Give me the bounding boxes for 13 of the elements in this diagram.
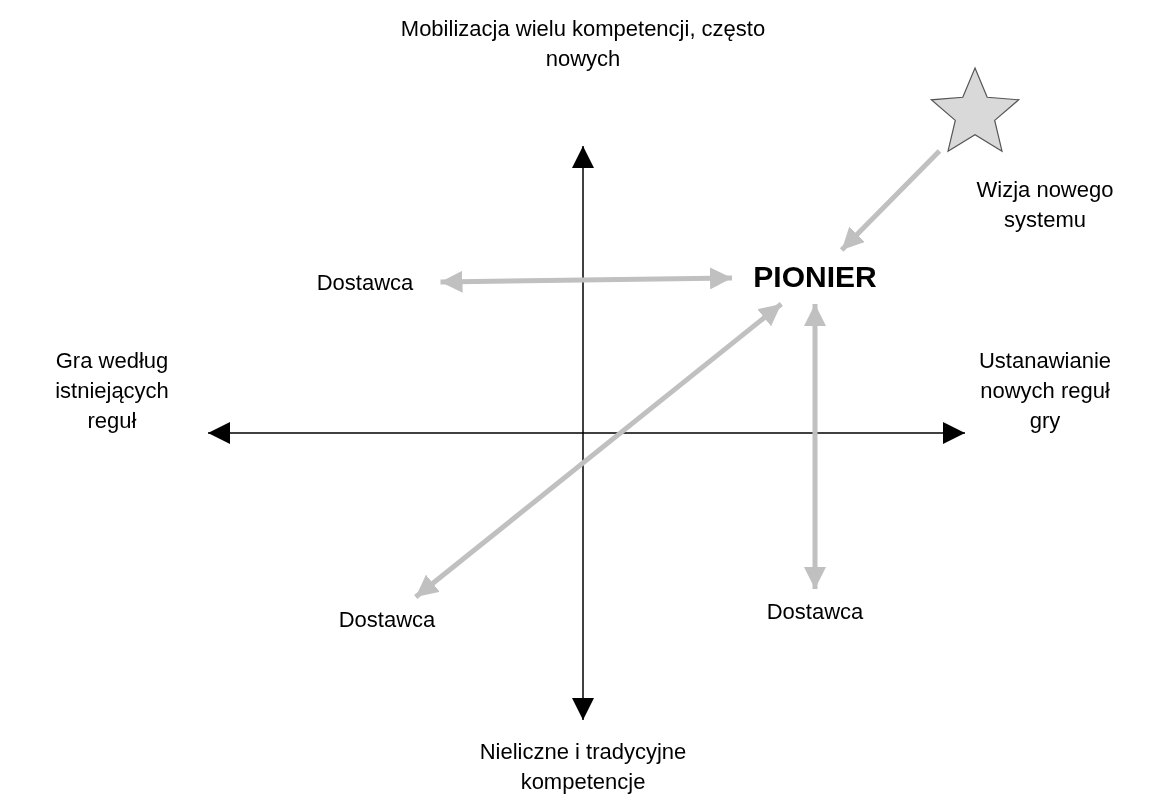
arrow — [839, 149, 942, 252]
heading-label: PIONIER — [740, 258, 890, 296]
double-arrow — [414, 302, 783, 599]
axis-label: Mobilizacja wielu kompetencji, często nowych — [399, 15, 767, 73]
caption-text: Wizja nowego systemu — [975, 176, 1115, 234]
node-label: Dostawca — [747, 597, 883, 627]
node-label: Dostawca — [319, 605, 455, 635]
double-arrow — [440, 267, 733, 293]
node-label: Dostawca — [297, 268, 433, 298]
axis-label: Nieliczne i tradycyjne kompetencje — [478, 738, 688, 796]
axis-label: Ustanawianie nowych reguł gry — [977, 347, 1113, 435]
double-arrow — [804, 304, 826, 589]
axis-label: Gra według istniejących reguł — [54, 347, 170, 435]
